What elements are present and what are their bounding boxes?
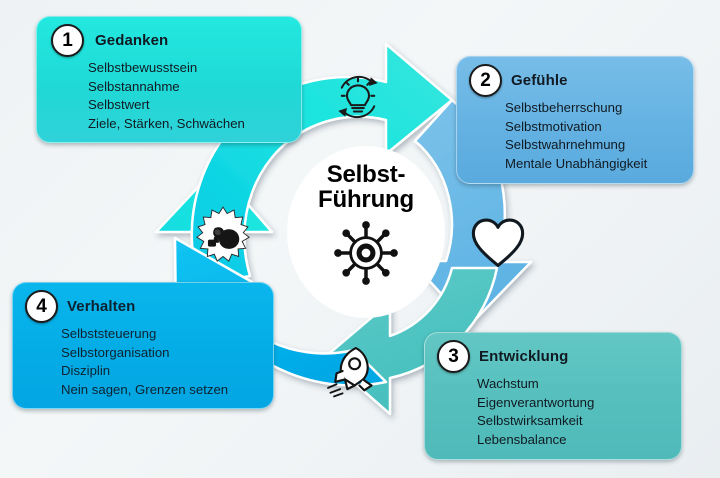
list-item: Selbstbeherrschung xyxy=(505,100,623,115)
list-item: Selbstannahme xyxy=(88,78,180,94)
list-item: Selbstorganisation xyxy=(61,344,170,360)
box-header: 1 Gedanken xyxy=(51,23,289,57)
list-item: Selbstbewusstsein xyxy=(88,60,198,75)
list-item: Mentale Unabhängigkeit xyxy=(505,155,648,171)
list-item: Wachstum xyxy=(477,376,539,391)
center-title-line2: Führung xyxy=(318,186,414,213)
box-number-badge: 1 xyxy=(51,23,84,57)
box-verhalten[interactable]: 4 Verhalten Selbststeuerung Selbstorgani… xyxy=(12,282,274,409)
box-number-badge: 2 xyxy=(469,63,502,97)
box-item-list: Selbststeuerung Selbstorganisation Diszi… xyxy=(61,325,261,399)
boxing-gloves-badge-icon xyxy=(192,204,254,266)
box-header: 3 Entwicklung xyxy=(437,339,669,373)
center-title-line1: Selbst- xyxy=(326,161,406,188)
box-title: Verhalten xyxy=(67,297,136,315)
list-item: Selbstwahrnehmung xyxy=(505,137,626,152)
box-header: 4 Verhalten xyxy=(25,289,261,323)
lightbulb-refresh-icon xyxy=(327,66,389,128)
center-title: Selbst- Führung xyxy=(318,162,414,212)
box-item-list: Selbstbewusstsein Selbstannahme Selbstwe… xyxy=(88,59,289,133)
rocket-icon xyxy=(318,340,384,402)
list-item: Eigenverantwortung xyxy=(477,394,595,410)
box-number-badge: 4 xyxy=(25,289,58,323)
box-number-badge: 3 xyxy=(437,339,470,373)
box-item-list: Wachstum Eigenverantwortung Selbstwirksa… xyxy=(477,375,669,449)
arrow-segment-top xyxy=(190,42,454,287)
list-item: Nein sagen, Grenzen setzen xyxy=(61,381,229,397)
list-item: Disziplin xyxy=(61,363,111,378)
box-title: Entwicklung xyxy=(479,347,569,365)
heart-icon xyxy=(467,212,529,274)
box-item-list: Selbstbeherrschung Selbstmotivation Selb… xyxy=(505,99,681,173)
list-item: Selbstmotivation xyxy=(505,118,602,134)
list-item: Selbststeuerung xyxy=(61,326,157,341)
box-title: Gedanken xyxy=(95,31,169,49)
box-entwicklung[interactable]: 3 Entwicklung Wachstum Eigenverantwortun… xyxy=(424,332,682,460)
list-item: Ziele, Stärken, Schwächen xyxy=(88,115,245,131)
box-gefuehle[interactable]: 2 Gefühle Selbstbeherrschung Selbstmotiv… xyxy=(456,56,694,184)
box-header: 2 Gefühle xyxy=(469,63,681,97)
list-item: Selbstwert xyxy=(88,97,150,112)
box-gedanken[interactable]: 1 Gedanken Selbstbewusstsein Selbstannah… xyxy=(36,16,302,143)
list-item: Selbstwirksamkeit xyxy=(477,413,583,428)
list-item: Lebensbalance xyxy=(477,431,567,447)
ships-wheel-icon xyxy=(331,218,401,293)
box-title: Gefühle xyxy=(511,71,568,89)
center-hub: Selbst- Führung xyxy=(287,146,445,318)
